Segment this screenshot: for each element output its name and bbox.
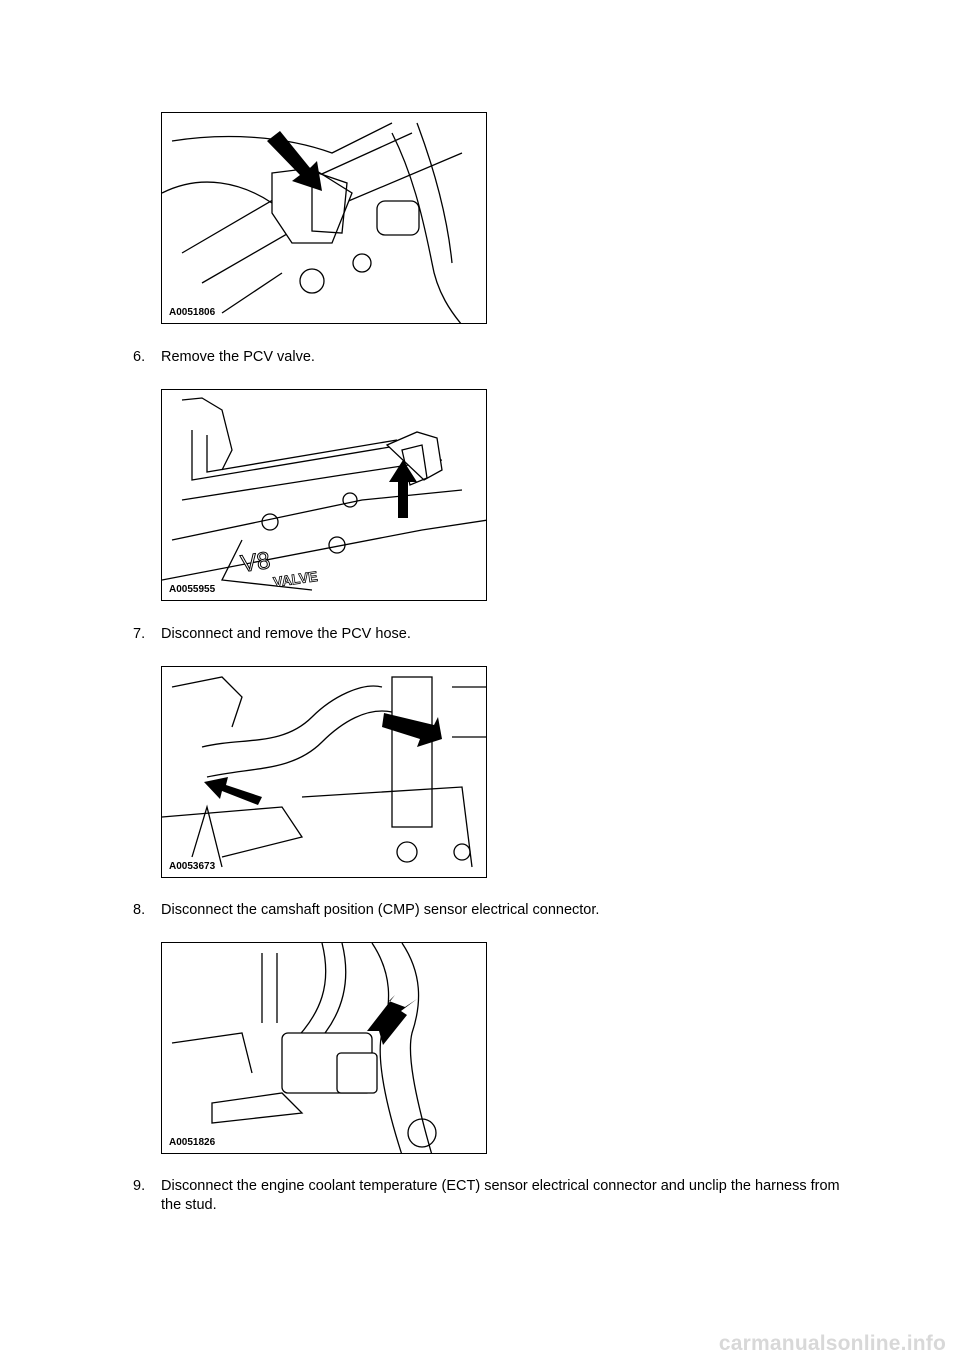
figure-id: A0053673 (168, 861, 217, 872)
figure-id: A0051806 (168, 307, 217, 318)
step-text: Disconnect the engine coolant temperatur… (161, 1178, 840, 1213)
arrow-icon (367, 995, 417, 1045)
figure-id: A0055955 (168, 584, 217, 595)
arrow-icon (204, 777, 262, 805)
step-text: Remove the PCV valve. (161, 349, 315, 365)
figure-pcv-hose: A0053673 (161, 666, 487, 878)
figure-connector-illustration: A0051806 (161, 112, 487, 324)
figure-id: A0051826 (168, 1137, 217, 1148)
engraving-v8: V8 (239, 547, 272, 578)
arrow-icon (389, 460, 417, 518)
figure-cmp-sensor: A0051826 (161, 942, 487, 1154)
cmp-sensor-illustration (171, 943, 437, 1153)
arrow-icon (267, 131, 322, 191)
step-number: 6. (133, 349, 146, 365)
step-text: Disconnect and remove the PCV hose. (161, 626, 411, 642)
step-number: 7. (133, 626, 146, 642)
step-number: 9. (133, 1178, 146, 1194)
engraving-valve: VALVE (272, 568, 318, 590)
step-text: Disconnect the camshaft position (CMP) s… (161, 902, 600, 918)
connector-illustration (162, 122, 463, 323)
figure-pcv-valve: V8 VALVE A0055955 (161, 389, 487, 601)
arrow-icon (382, 713, 442, 747)
step-number: 8. (133, 902, 146, 918)
pcv-hose-illustration (162, 676, 486, 868)
watermark: carmanualsonline.info (718, 1332, 946, 1355)
pcv-valve-illustration: V8 VALVE (162, 397, 486, 591)
